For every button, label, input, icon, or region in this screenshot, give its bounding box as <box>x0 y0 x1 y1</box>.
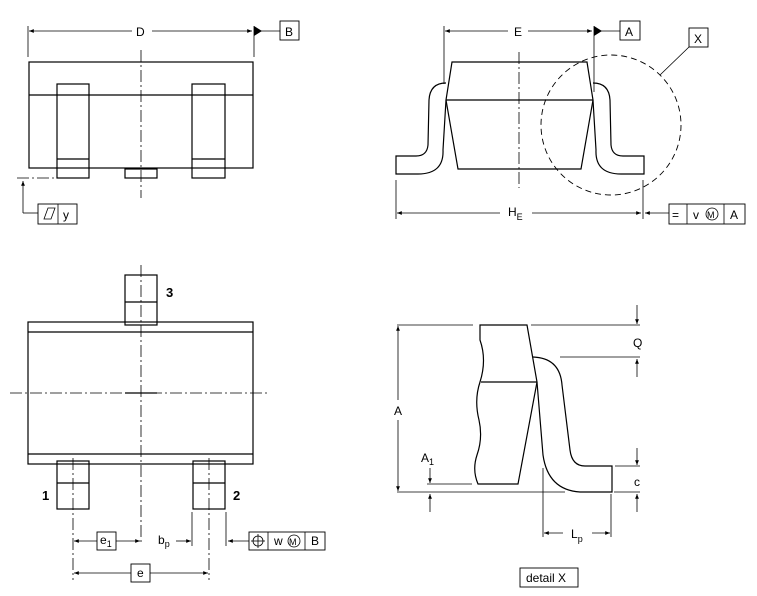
pin-3-label: 3 <box>166 285 173 300</box>
pin-1-label: 1 <box>42 488 49 503</box>
position-datum: B <box>311 534 319 548</box>
lead-right <box>191 83 226 179</box>
dim-a1-label: A1 <box>421 451 434 467</box>
dim-a-label: A <box>394 404 402 418</box>
detail-x-ref: X <box>694 32 702 46</box>
mmc-modifier: M <box>707 210 715 220</box>
pin-2-label: 2 <box>233 488 240 503</box>
top-view: D B y <box>17 20 300 225</box>
position-tol: w <box>273 534 283 548</box>
dim-lp-label: Lp <box>571 527 583 544</box>
dim-e1-label: e1 <box>100 533 112 549</box>
symmetry-datum: A <box>730 208 738 222</box>
bottom-view: 3 1 2 e1 bp w M B e <box>10 265 326 583</box>
dim-e-label: E <box>514 25 522 39</box>
datum-b-label: B <box>285 25 293 39</box>
dim-q-label: Q <box>633 336 642 350</box>
dim-bp-label: bp <box>158 533 170 549</box>
lead-left <box>56 83 90 179</box>
symmetry-icon: = <box>672 208 679 222</box>
flatness-frame <box>37 203 78 225</box>
position-mmc: M <box>289 537 297 547</box>
detail-caption: detail X <box>526 571 566 585</box>
datum-a-label: A <box>625 25 633 39</box>
position-icon <box>251 534 265 548</box>
dim-c-label: c <box>634 475 640 489</box>
detail-circle <box>540 54 682 196</box>
detail-x-view: A A1 Q c Lp detail X <box>394 305 642 588</box>
dim-e-pitch-label: e <box>137 566 144 580</box>
side-view: E A X HE = v M A <box>395 20 746 225</box>
flatness-tol: y <box>63 208 69 222</box>
dim-d-label: D <box>136 25 145 39</box>
symmetry-frame <box>668 203 746 225</box>
dim-he-label: HE <box>508 205 523 222</box>
flatness-icon <box>43 207 56 220</box>
symmetry-tol: v <box>693 208 699 222</box>
